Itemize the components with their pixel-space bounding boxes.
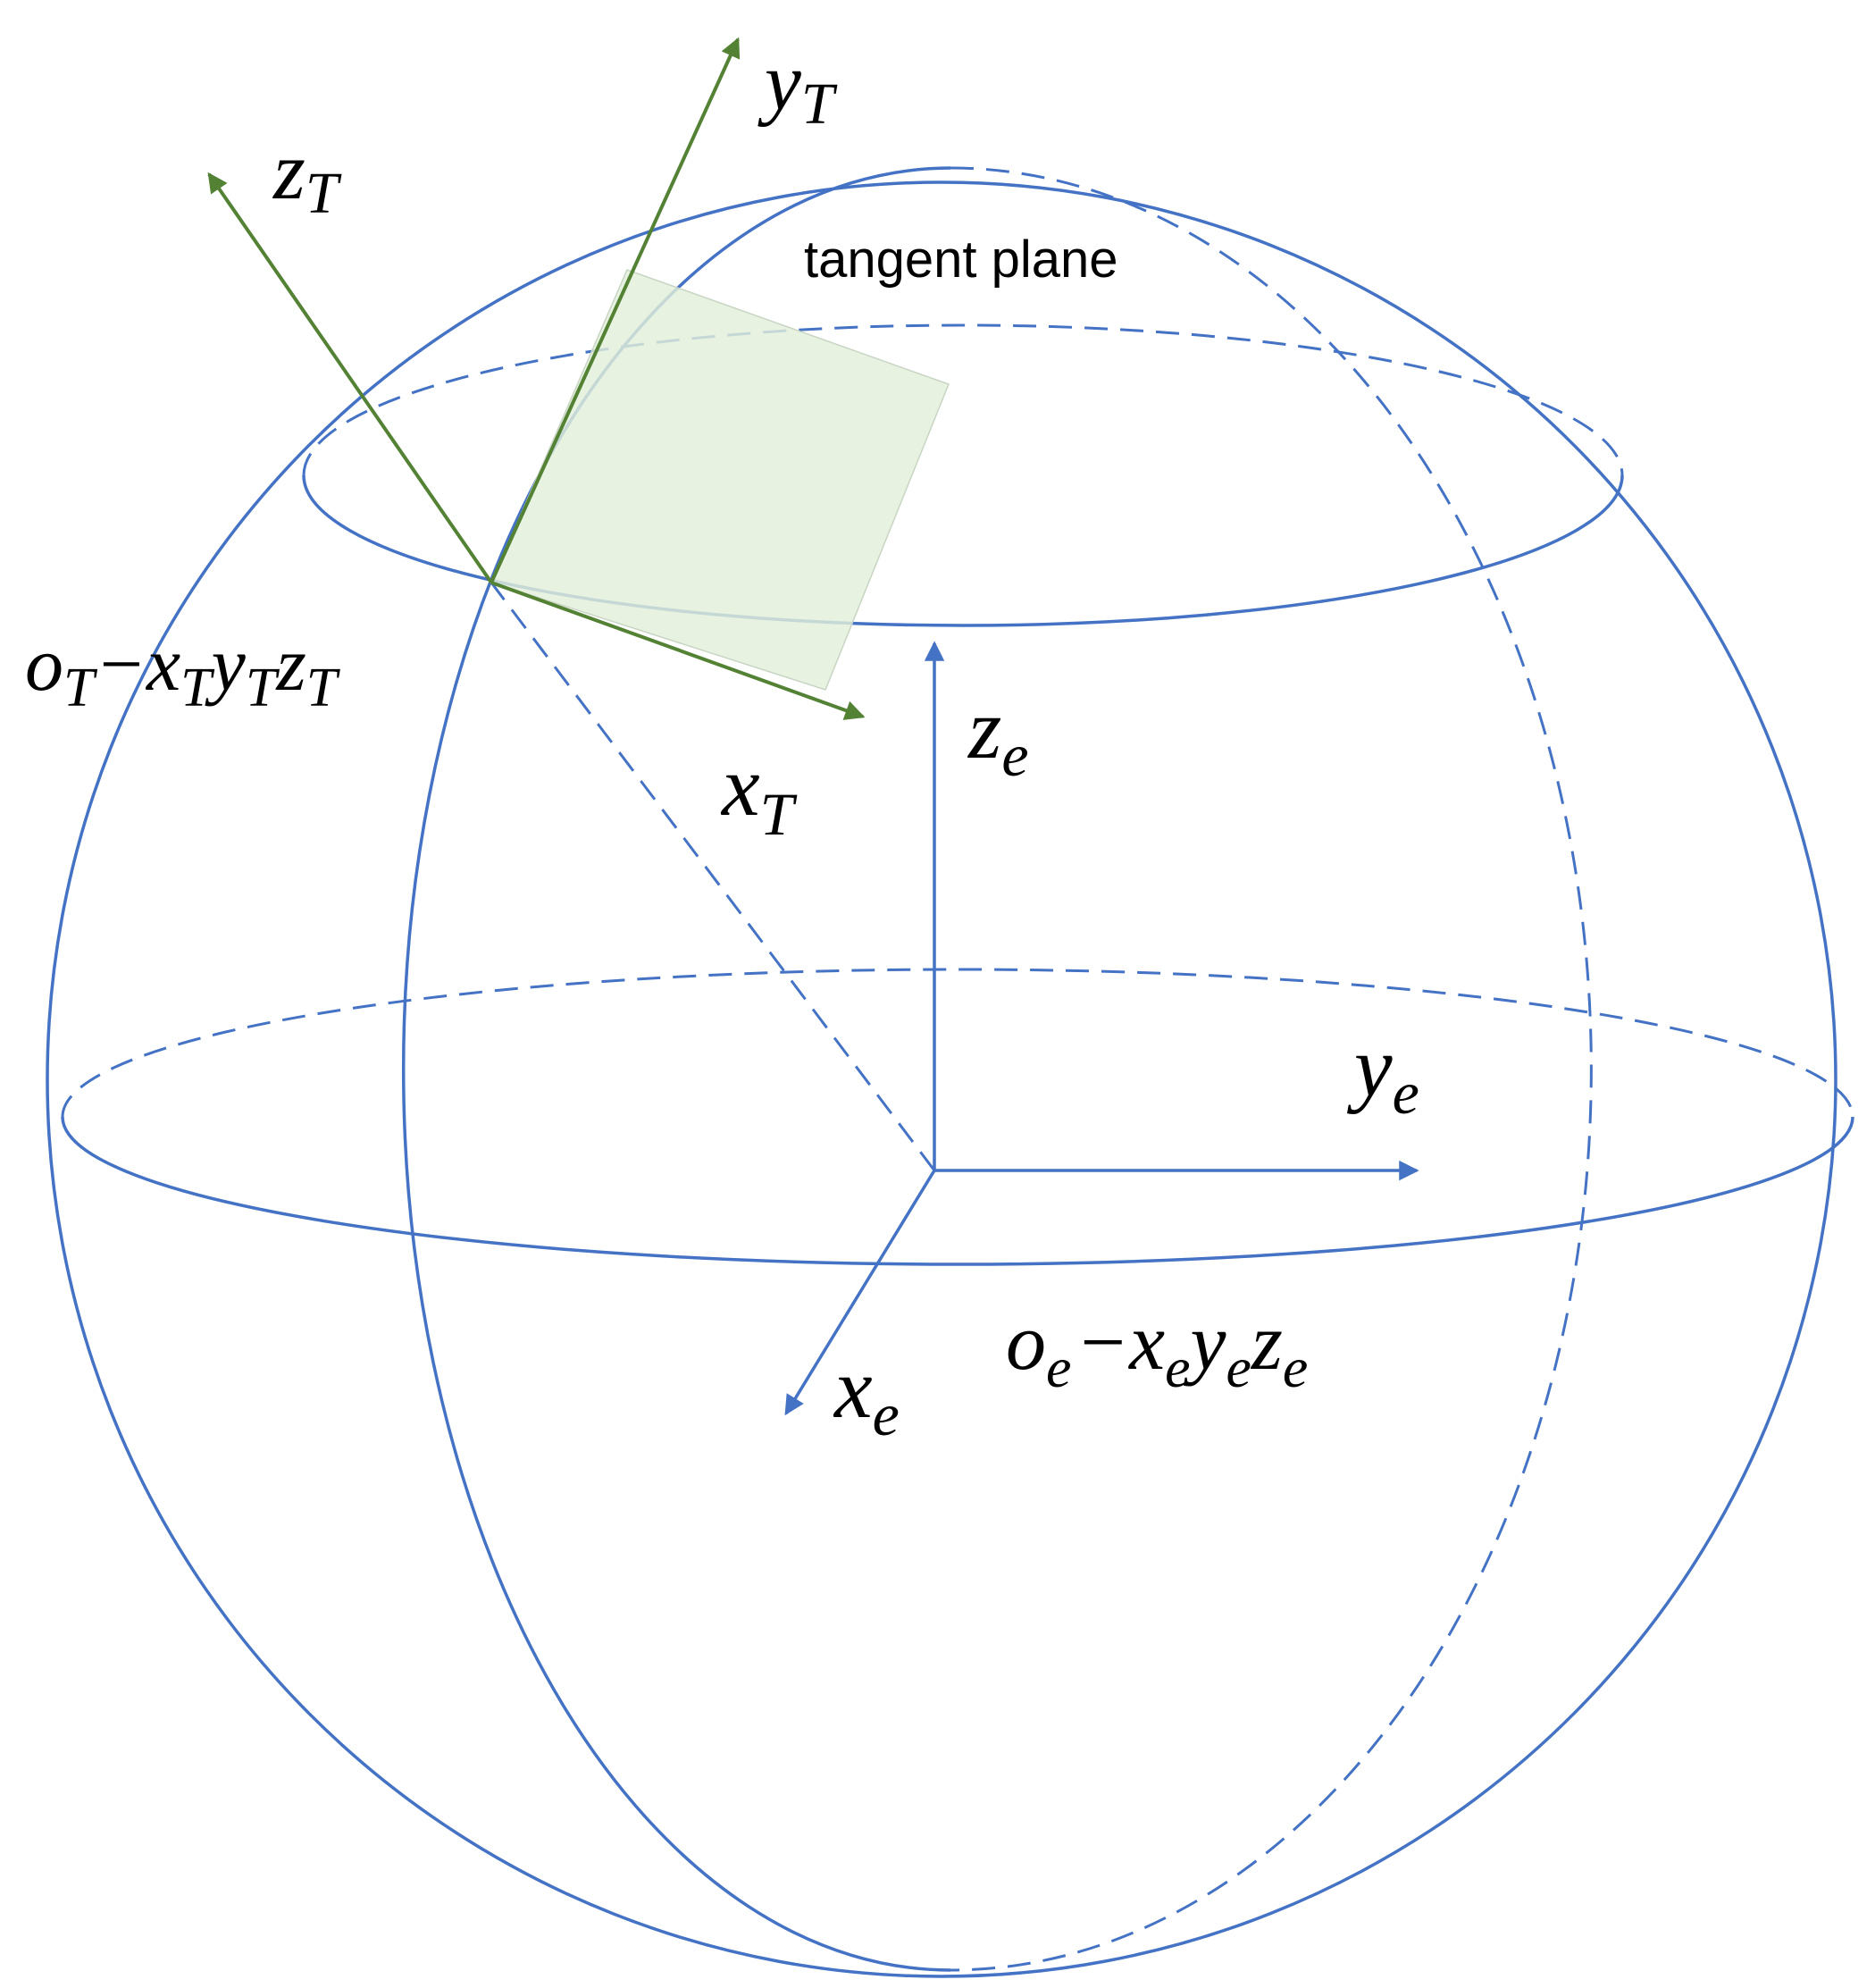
tangent-plane-label: tangent plane: [804, 231, 1118, 289]
local-x-axis-arrow: [490, 581, 866, 720]
equator-front: [61, 1116, 1854, 1266]
equator-back: [61, 968, 1854, 1118]
local-z-axis-arrow: [207, 172, 493, 584]
meridian-front: [401, 166, 951, 1972]
latitude-circle-front: [302, 474, 1624, 627]
meridian-back: [950, 166, 1593, 1972]
tangent-plane: [490, 269, 950, 691]
sphere-outline: [46, 180, 1837, 1978]
local-y-axis-label: yT: [758, 36, 838, 137]
earth-frame-label: oe−xeyeze: [1006, 1298, 1308, 1399]
local-y-axis-arrow: [490, 37, 741, 583]
local-frame-label: oT−xTyTzT: [25, 621, 341, 718]
radius-line: [490, 582, 936, 1171]
local-x-axis-label: xT: [720, 738, 798, 848]
local-z-axis-label: zT: [272, 125, 342, 226]
latitude-circle-back: [302, 323, 1624, 476]
earth-y-axis-label: ye: [1346, 1019, 1419, 1127]
earth-x-axis-arrow: [784, 1170, 936, 1416]
earth-x-axis-label: xe: [833, 1340, 900, 1448]
earth-z-axis-label: ze: [967, 681, 1029, 789]
